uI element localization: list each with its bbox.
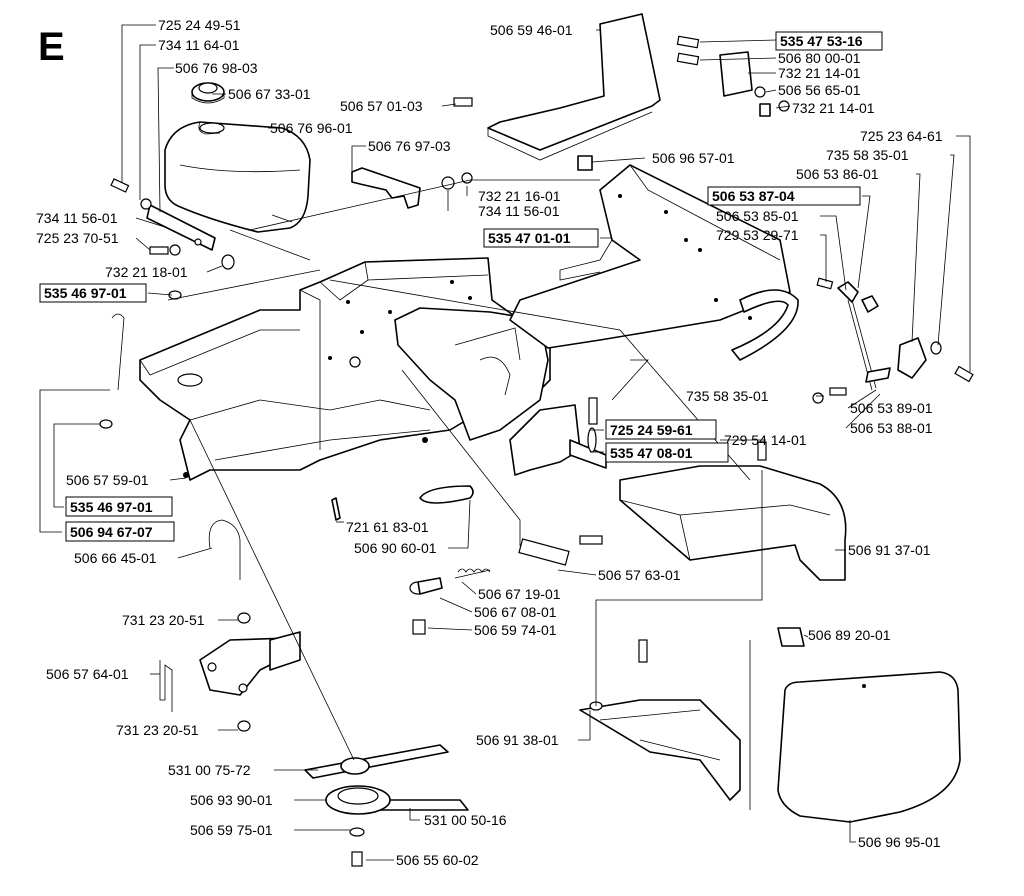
label-735-58-35-01-bottom: 735 58 35-01 — [686, 388, 769, 404]
label-506-76-96-01: 506 76 96-01 — [270, 120, 353, 136]
label-729-54-14-01: 729 54 14-01 — [724, 432, 807, 448]
label-731-23-20-51-top: 731 23 20-51 — [122, 612, 205, 628]
label-506-96-57-01: 506 96 57-01 — [652, 150, 735, 166]
label-732-21-16-01: 732 21 16-01 — [478, 188, 561, 204]
bent-rod — [159, 660, 173, 712]
label-506-57-63-01: 506 57 63-01 — [598, 567, 681, 583]
label-506-57-59-01: 506 57 59-01 — [66, 472, 149, 488]
label-506-59-74-01: 506 59 74-01 — [474, 622, 557, 638]
label-506-96-95-01: 506 96 95-01 — [858, 834, 941, 850]
label-506-93-90-01: 506 93 90-01 — [190, 792, 273, 808]
tank-mount-bracket — [351, 167, 473, 209]
section-letter: E — [38, 25, 65, 69]
label-531-00-50-16: 531 00 50-16 — [424, 812, 507, 828]
label-506-91-38-01: 506 91 38-01 — [476, 732, 559, 748]
label-725-23-64-61: 725 23 64-61 — [860, 128, 943, 144]
label-535-46-97-01-top: 535 46 97-01 — [44, 285, 127, 301]
label-531-00-75-72: 531 00 75-72 — [168, 762, 251, 778]
label-506-90-60-01: 506 90 60-01 — [354, 540, 437, 556]
label-506-57-01-03: 506 57 01-03 — [340, 98, 423, 114]
hose-clamp — [99, 419, 113, 429]
label-725-24-49-51: 725 24 49-51 — [158, 17, 241, 33]
label-535-47-01-01: 535 47 01-01 — [488, 230, 571, 246]
label-506-66-45-01: 506 66 45-01 — [74, 550, 157, 566]
label-732-21-18-01: 732 21 18-01 — [105, 264, 188, 280]
label-535-47-08-01: 535 47 08-01 — [610, 445, 693, 461]
rear-bracket — [509, 397, 607, 476]
idler-arm — [199, 612, 301, 732]
label-535-47-53-16: 535 47 53-16 — [780, 33, 863, 49]
label-506-53-86-01: 506 53 86-01 — [796, 166, 879, 182]
label-732-21-14-01-b: 732 21 14-01 — [792, 100, 875, 116]
fuel-hose — [111, 313, 125, 391]
label-734-11-56-01-right: 734 11 56-01 — [478, 203, 560, 219]
left-fasteners — [110, 178, 235, 270]
label-506-53-85-01: 506 53 85-01 — [716, 208, 799, 224]
label-506-59-46-01: 506 59 46-01 — [490, 22, 573, 38]
spring-clip — [331, 485, 570, 635]
right-linkage — [812, 277, 974, 404]
label-734-11-56-01-left: 734 11 56-01 — [36, 210, 118, 226]
j-hook — [208, 519, 241, 580]
label-729-53-29-71: 729 53 29-71 — [716, 227, 799, 243]
engine-cover — [579, 441, 847, 581]
label-506-57-64-01: 506 57 64-01 — [46, 666, 129, 682]
label-506-76-98-03: 506 76 98-03 — [175, 60, 258, 76]
label-721-61-83-01: 721 61 83-01 — [346, 519, 429, 535]
label-506-67-08-01: 506 67 08-01 — [474, 604, 557, 620]
label-506-53-89-01: 506 53 89-01 — [850, 400, 933, 416]
top-right-bracket — [676, 35, 790, 117]
label-506-94-67-07: 506 94 67-07 — [70, 524, 153, 540]
belt-and-pulley — [304, 744, 469, 867]
dashboard-panel — [453, 13, 661, 161]
label-506-53-88-01: 506 53 88-01 — [850, 420, 933, 436]
label-506-80-00-01: 506 80 00-01 — [778, 50, 861, 66]
fuel-tank — [164, 121, 311, 233]
label-725-24-59-61: 725 24 59-61 — [610, 422, 693, 438]
tank-bracket — [146, 204, 216, 251]
label-506-67-19-01: 506 67 19-01 — [478, 586, 561, 602]
label-506-59-75-01: 506 59 75-01 — [190, 822, 273, 838]
tank-cap — [191, 82, 225, 104]
label-506-56-65-01: 506 56 65-01 — [778, 82, 861, 98]
label-506-76-97-03: 506 76 97-03 — [368, 138, 451, 154]
label-732-21-14-01-a: 732 21 14-01 — [778, 65, 861, 81]
steering-console — [394, 307, 549, 441]
label-506-91-37-01: 506 91 37-01 — [848, 542, 931, 558]
label-506-53-87-04: 506 53 87-04 — [712, 188, 795, 204]
label-506-55-60-02: 506 55 60-02 — [396, 852, 479, 868]
label-535-46-97-01-bottom: 535 46 97-01 — [70, 499, 153, 515]
label-735-58-35-01-top: 735 58 35-01 — [826, 147, 909, 163]
label-725-23-70-51: 725 23 70-51 — [36, 230, 119, 246]
label-506-89-20-01: 506 89 20-01 — [808, 627, 891, 643]
rear-frame — [509, 164, 799, 361]
bump-stop — [577, 155, 593, 171]
label-506-67-33-01: 506 67 33-01 — [228, 86, 311, 102]
label-731-23-20-51-bottom: 731 23 20-51 — [116, 722, 199, 738]
part-labels: 725 24 49-51 734 11 64-01 506 76 98-03 5… — [36, 17, 943, 868]
side-cover — [777, 627, 961, 823]
discharge-deflector — [579, 639, 741, 801]
label-734-11-64-01: 734 11 64-01 — [158, 37, 240, 53]
